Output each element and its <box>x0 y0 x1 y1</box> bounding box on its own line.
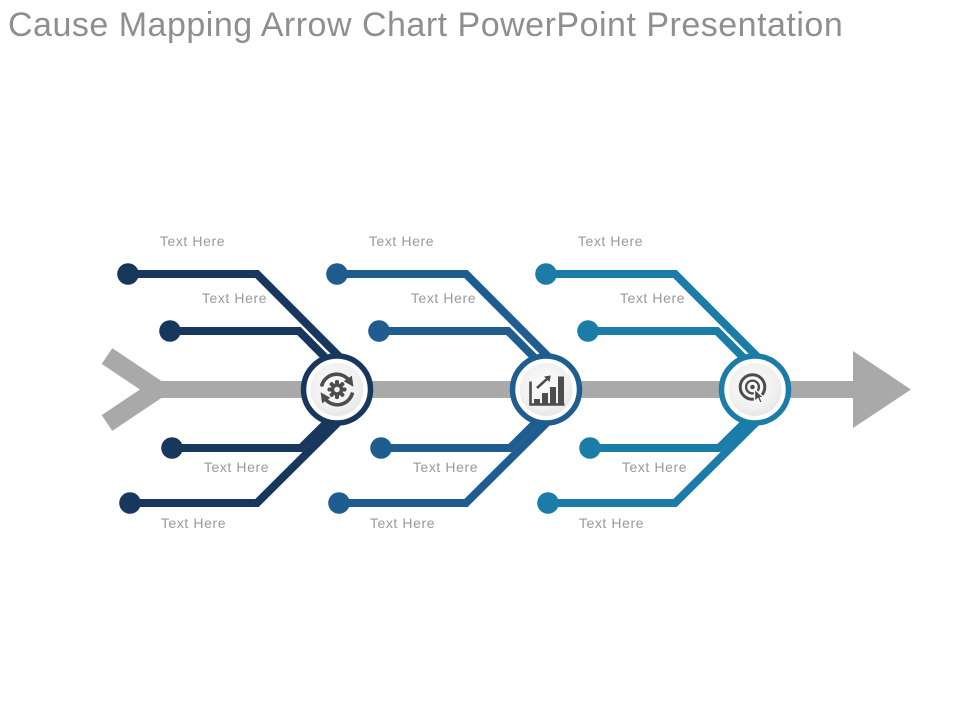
sync-gear-icon <box>319 372 355 407</box>
branch-label-stage-3-top-outer[interactable]: Text Here <box>577 233 644 249</box>
branch-dot-icon <box>535 263 557 285</box>
node-disc <box>519 363 573 416</box>
branch-label-stage-2-top-outer[interactable]: Text Here <box>368 233 435 249</box>
cursor-arrow-icon <box>753 388 765 404</box>
branch-dot-icon <box>328 492 350 514</box>
branch-label-stage-1-top-inner[interactable]: Text Here <box>201 290 268 306</box>
branch-dot-icon <box>537 492 559 514</box>
branch-label-stage-3-top-inner[interactable]: Text Here <box>619 290 686 306</box>
stage-node-stage-3[interactable] <box>718 353 792 426</box>
target-cursor-icon <box>738 373 767 404</box>
branch-label-stage-3-bottom-outer[interactable]: Text Here <box>578 515 645 531</box>
branch-label-stage-2-bottom-outer[interactable]: Text Here <box>369 515 436 531</box>
branch-line-bottom-outer <box>339 404 565 507</box>
branch-line-bottom-outer <box>548 404 774 507</box>
main-arrow-tail <box>101 348 175 431</box>
stage-node-stage-1[interactable] <box>300 353 374 426</box>
branch-dot-icon <box>117 263 139 285</box>
main-arrow-head <box>853 351 911 428</box>
branch-label-stage-3-bottom-inner[interactable]: Text Here <box>621 459 688 475</box>
slide-title[interactable]: Cause Mapping Arrow Chart PowerPoint Pre… <box>8 6 844 44</box>
branch-dot-icon <box>161 437 183 459</box>
stage-nodes <box>300 353 792 426</box>
branch-label-stage-2-bottom-inner[interactable]: Text Here <box>412 459 479 475</box>
branch-line-top-outer <box>128 270 358 376</box>
branch-dot-icon <box>326 263 348 285</box>
branch-dot-icon <box>577 320 599 342</box>
branch-line-top-outer <box>546 270 776 376</box>
branch-line-top-outer <box>337 270 567 376</box>
branch-dot-icon <box>370 437 392 459</box>
branch-dot-icon <box>368 320 390 342</box>
branch-line-bottom-outer <box>130 404 356 507</box>
branch-label-stage-1-top-outer[interactable]: Text Here <box>159 233 226 249</box>
branch-dot-icon <box>579 437 601 459</box>
branch-dot-icon <box>119 492 141 514</box>
branch-label-stage-1-bottom-outer[interactable]: Text Here <box>160 515 227 531</box>
branch-label-stage-2-top-inner[interactable]: Text Here <box>410 290 477 306</box>
growth-bar-chart-icon <box>529 375 565 406</box>
branch-dot-icon <box>159 320 181 342</box>
stage-node-stage-2[interactable] <box>509 353 583 426</box>
branch-label-stage-1-bottom-inner[interactable]: Text Here <box>203 459 270 475</box>
